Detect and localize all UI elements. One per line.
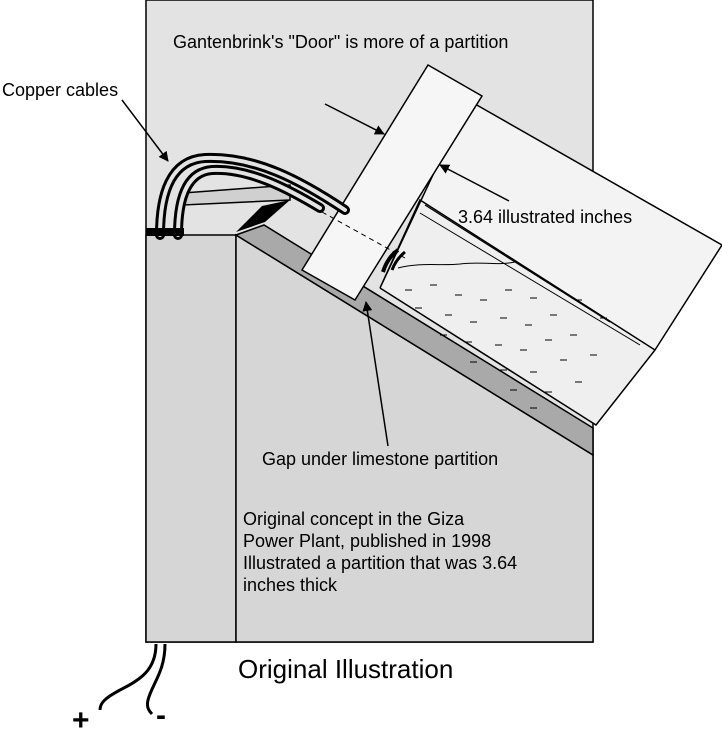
plus-sign: + [72,704,90,737]
external-wires [98,643,167,716]
gap-arrow [362,301,389,447]
thickness-label: 3.64 illustrated inches [458,207,633,227]
copper-fitting [381,248,400,273]
paragraph-line: Illustrated a partition that was 3.64 [243,553,518,573]
shaft-ceiling-line-2 [419,212,641,346]
concept-paragraph: Original concept in the Giza Power Plant… [243,508,517,596]
caption-label: Original Illustration [238,654,454,684]
copper-fitting-2 [390,250,406,271]
copper-arrow [121,99,169,162]
left-block [145,234,237,643]
partition-door [300,63,484,302]
minus-sign: - [156,699,166,732]
water-dashes [405,284,607,409]
title-label: Gantenbrink's "Door" is more of a partit… [173,32,509,52]
thickness-arrow-left [324,103,385,135]
paragraph-line: inches thick [243,575,338,595]
shaft-ceiling-line [424,204,611,323]
thickness-arrow-right [439,164,510,202]
shaft-floor-edge [379,287,656,426]
paragraph-line: Power Plant, published in 1998 [243,531,492,551]
copper-cables [155,152,350,240]
partition-hidden-line [321,211,406,259]
cable-base [146,228,184,236]
shaft-interior [380,200,655,425]
paragraph-line: Original concept in the Giza [243,509,465,529]
upper-ledge-dark [236,200,290,232]
water-surface [397,261,516,269]
copper-cables-label: Copper cables [2,80,119,100]
gap-label: Gap under limestone partition [262,449,499,469]
